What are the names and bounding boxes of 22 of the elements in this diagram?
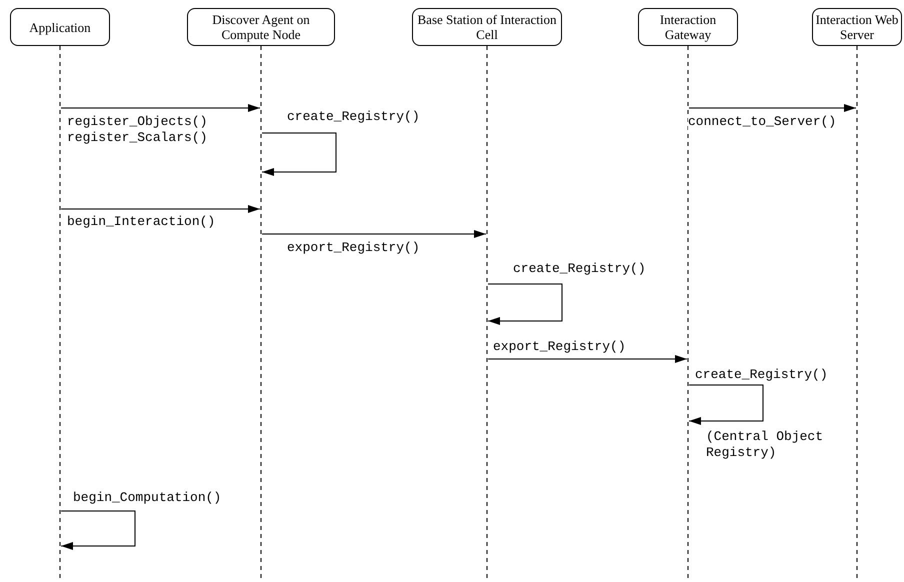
message-label: begin_Interaction() [67,214,216,230]
lifeline-box: Discover Agent on Compute Node [187,8,335,46]
message-label: begin_Computation() [73,490,222,506]
lifeline-box: Application [10,8,110,46]
arrow [262,132,336,176]
message-label: create_Registry() [513,261,646,277]
message-label: create_Registry() [695,367,828,383]
arrow [488,355,688,363]
arrow [688,384,764,425]
message-label: connect_to_Server() [688,114,836,130]
arrow [488,284,562,325]
arrow [60,205,260,213]
message-label: export_Registry() [493,339,626,355]
lifeline-box: Base Station of Interaction Cell [412,8,562,46]
arrow [60,104,260,112]
message-label: create_Registry() [287,109,420,125]
arrow [60,510,136,550]
arrow [262,230,486,238]
lifeline-box: Interaction Gateway [638,8,738,46]
lifeline-box: Interaction Web Server [812,8,902,46]
arrow [688,104,856,112]
message-label: export_Registry() [287,240,420,256]
